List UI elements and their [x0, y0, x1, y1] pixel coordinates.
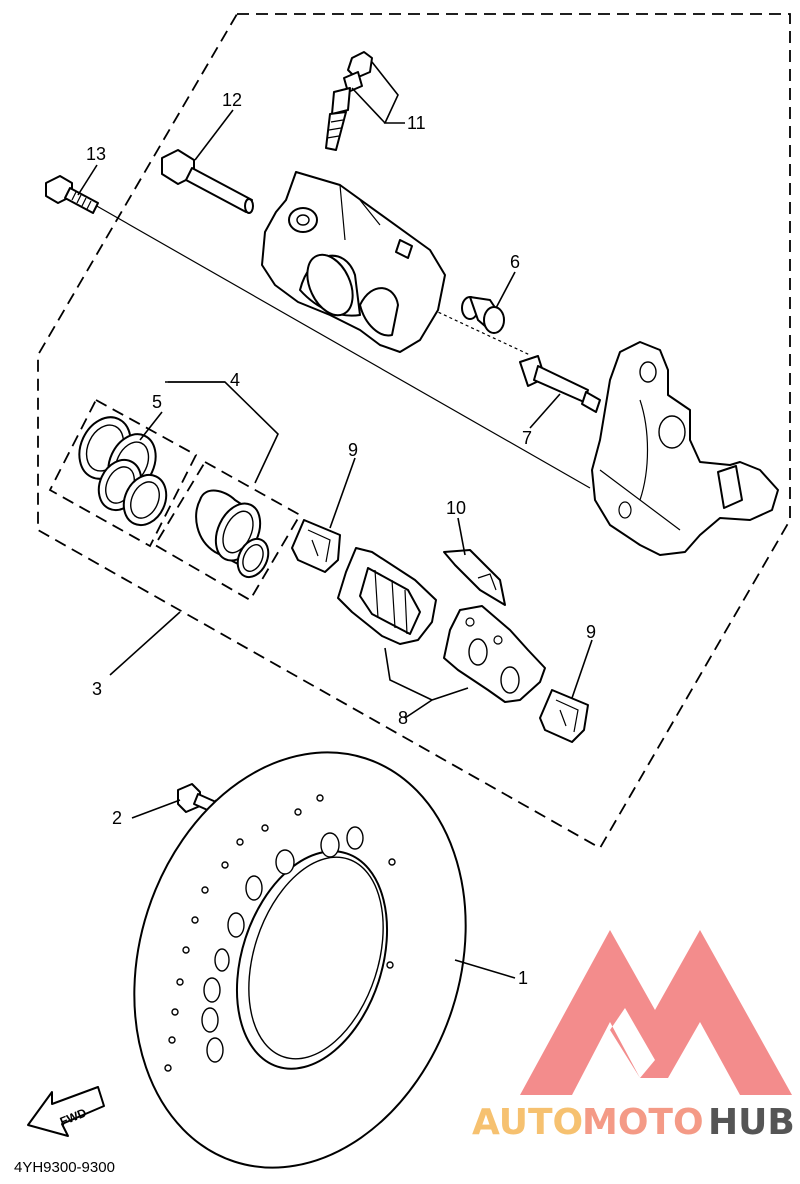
- brake-disc-1-part: [133, 751, 467, 1169]
- logo-hub-text: HUB: [708, 1102, 795, 1143]
- callout-9-left: 9: [348, 440, 358, 460]
- leader-1: [454, 959, 516, 979]
- leader-8: [384, 647, 469, 719]
- brake-pads-8-part: [337, 547, 546, 703]
- callout-10: 10: [446, 498, 466, 518]
- callout-11: 11: [407, 113, 426, 133]
- leader-10: [457, 517, 466, 556]
- leader-9-left: [329, 457, 356, 529]
- callout-6: 6: [510, 252, 520, 272]
- leader-12: [194, 109, 234, 161]
- leader-11: [351, 61, 405, 124]
- logo-triangle-icon: [520, 930, 792, 1095]
- callout-12: 12: [222, 90, 242, 110]
- leader-7: [529, 393, 561, 429]
- callout-2: 2: [112, 808, 122, 828]
- caliper-bracket: [591, 341, 779, 556]
- seal-kit-boundary: [48, 398, 198, 548]
- bolt-12-part: [161, 149, 254, 214]
- leader-5: [139, 411, 163, 441]
- callout-4: 4: [230, 370, 240, 390]
- callout-5: 5: [152, 392, 162, 412]
- pin-7-part: [519, 355, 601, 413]
- leader-13: [77, 164, 98, 196]
- automotohub-logo: AUTO MOTO HUB: [472, 930, 795, 1143]
- clip-9-right-part: [539, 689, 589, 743]
- bolt-axis-line: [94, 204, 591, 489]
- bolt-13-part: [45, 175, 99, 214]
- leader-3: [109, 611, 181, 676]
- logo-moto-text: MOTO: [582, 1102, 704, 1143]
- clip-9-left-part: [291, 519, 341, 573]
- leader-6: [495, 271, 516, 309]
- caliper-assembly-boundary: [37, 13, 791, 850]
- seal-kit-5-part: [78, 416, 168, 527]
- callout-3: 3: [92, 679, 102, 699]
- leader-9-right: [571, 639, 593, 699]
- callout-13: 13: [86, 144, 106, 164]
- callout-9-right: 9: [586, 622, 596, 642]
- logo-auto-text: AUTO: [472, 1102, 583, 1143]
- piston-kit-4-part: [195, 489, 270, 579]
- boot-6-part: [461, 296, 505, 334]
- leader-4: [168, 381, 279, 484]
- callout-8: 8: [398, 708, 408, 728]
- callout-7: 7: [522, 428, 532, 448]
- callout-1: 1: [518, 968, 528, 988]
- piston-kit-boundary: [153, 460, 302, 602]
- caliper-body: [261, 171, 446, 353]
- spring-10-part: [443, 549, 506, 606]
- forward-arrow-icon: FWD: [27, 1086, 105, 1137]
- part-code: 4YH9300-9300: [14, 1159, 115, 1176]
- leader-2: [131, 799, 181, 819]
- bleed-screw-11-part: [325, 51, 373, 151]
